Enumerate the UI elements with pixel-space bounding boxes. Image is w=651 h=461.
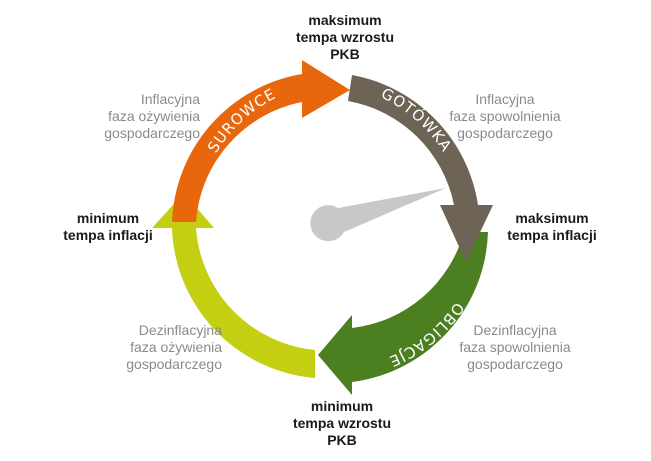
segment-obligacje (318, 232, 488, 395)
segment-gotowka (348, 75, 493, 262)
segment-surowce (172, 60, 350, 222)
segment-akcje (152, 193, 315, 378)
gauge-needle (310, 188, 446, 242)
